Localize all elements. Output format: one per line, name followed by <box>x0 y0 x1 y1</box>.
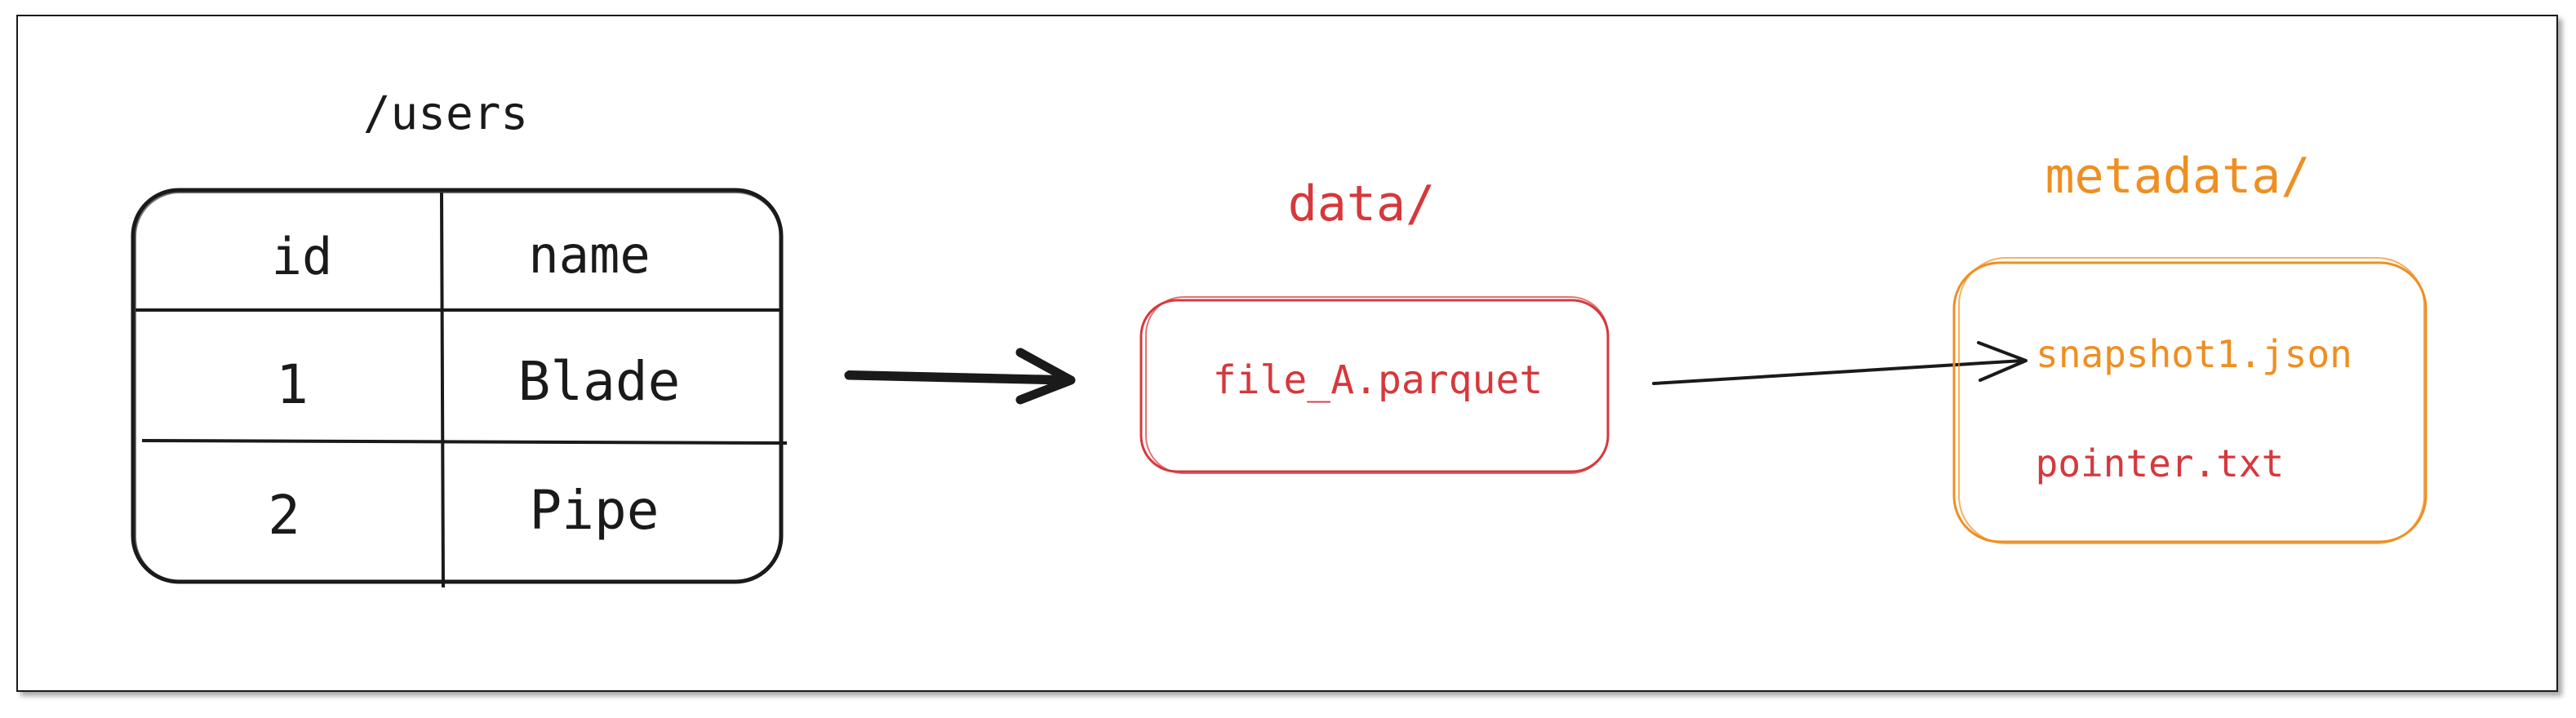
table-header-cell: id <box>272 227 333 286</box>
metadata-folder-box <box>1952 261 2427 543</box>
table-title: /users <box>363 87 528 140</box>
table-cell: 2 <box>268 484 300 547</box>
users-table: /users id name 1 Blade 2 Pipe <box>131 87 788 588</box>
data-file: file_A.parquet <box>1213 357 1543 403</box>
metadata-file: snapshot1.json <box>2036 332 2352 376</box>
table-border-sketch <box>135 192 781 582</box>
arrow-table-to-data <box>844 348 1076 405</box>
table-cell: 1 <box>276 353 309 416</box>
data-folder: data/ file_A.parquet <box>1139 175 1610 474</box>
metadata-file: pointer.txt <box>2036 441 2285 485</box>
table-row-divider <box>141 439 788 445</box>
diagram-frame <box>16 15 2558 692</box>
metadata-folder-box-sketch <box>1958 257 2425 544</box>
data-folder-box-sketch <box>1145 296 1609 474</box>
data-folder-label: data/ <box>1288 175 1436 233</box>
arrow-data-to-metadata <box>1652 341 2027 385</box>
metadata-folder: metadata/ snapshot1.json pointer.txt <box>1952 148 2427 544</box>
table-border <box>131 188 784 584</box>
table-cell: Pipe <box>530 479 660 542</box>
table-cell: Blade <box>518 350 681 413</box>
table-header-cell: name <box>528 225 650 285</box>
metadata-folder-label: metadata/ <box>2045 148 2310 205</box>
table-column-divider <box>440 192 445 588</box>
